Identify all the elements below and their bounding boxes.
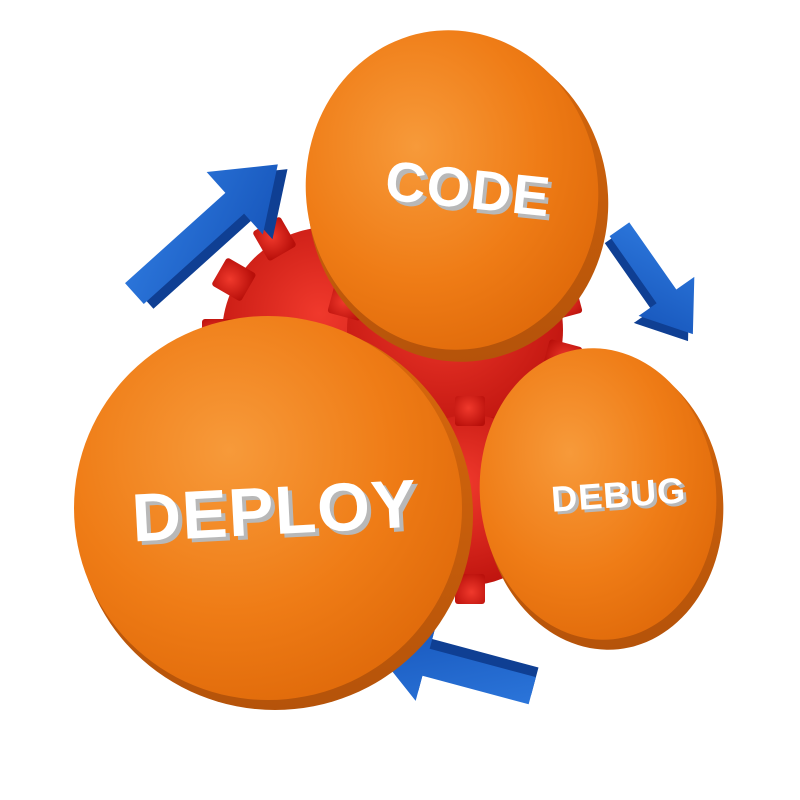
debug-label: DEBUG <box>550 469 688 519</box>
debug-label-shadow: DEBUG <box>553 472 691 522</box>
deploy-label-shadow: DEPLOY <box>134 469 423 560</box>
deploy-label: DEPLOY <box>130 466 419 557</box>
arrow-icon <box>604 222 695 342</box>
arrow-icon <box>125 164 288 309</box>
deploy-node: DEPLOY DEPLOY <box>74 316 473 710</box>
debug-node: DEBUG DEBUG <box>479 348 724 650</box>
code-node: CODE CODE <box>305 30 609 362</box>
